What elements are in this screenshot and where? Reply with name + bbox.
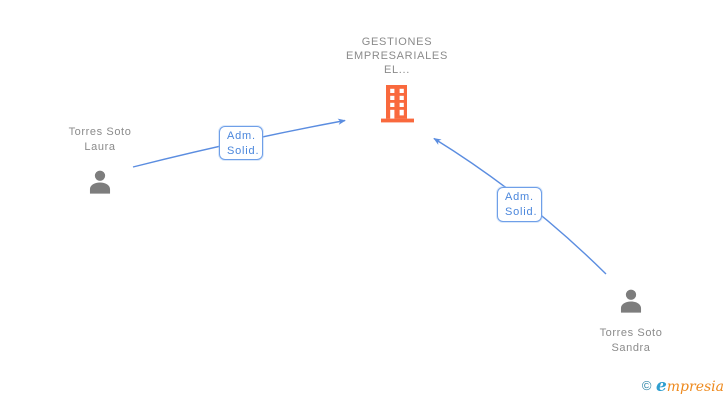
empresia-wordmark: empresia bbox=[655, 376, 724, 396]
node-person-sandra[interactable]: Torres Soto Sandra bbox=[561, 287, 701, 356]
building-icon bbox=[380, 85, 414, 123]
person-name-laura-line2: Laura bbox=[84, 141, 116, 153]
node-company[interactable]: GESTIONES EMPRESARIALES EL... bbox=[317, 35, 477, 128]
company-name-line2: EMPRESARIALES bbox=[345, 50, 449, 62]
person-name-laura-line1: Torres Soto bbox=[68, 126, 132, 138]
edge-label-line2: Solid. bbox=[227, 145, 260, 157]
company-name-line1: GESTIONES bbox=[361, 36, 433, 48]
edge-label-laura-adm-solid[interactable]: Adm. Solid. bbox=[219, 126, 263, 160]
empresia-wordmark-initial: e bbox=[655, 376, 667, 396]
person-name-sandra-line2: Sandra bbox=[611, 342, 651, 354]
company-name-line3: EL... bbox=[383, 64, 411, 76]
edge-label-line1: Adm. bbox=[505, 191, 534, 203]
person-name-sandra-line1: Torres Soto bbox=[599, 327, 663, 339]
person-name-laura: Torres Soto Laura bbox=[30, 125, 170, 155]
edge-label-sandra-adm-solid[interactable]: Adm. Solid. bbox=[497, 187, 542, 222]
empresia-wordmark-rest: mpresia bbox=[666, 379, 724, 395]
node-person-laura[interactable]: Torres Soto Laura bbox=[30, 125, 170, 201]
company-name: GESTIONES EMPRESARIALES EL... bbox=[317, 35, 477, 77]
person-icon bbox=[89, 170, 111, 194]
edge-label-line2: Solid. bbox=[505, 206, 538, 218]
person-name-sandra: Torres Soto Sandra bbox=[561, 326, 701, 356]
edge-label-line1: Adm. bbox=[227, 130, 256, 142]
empresia-logo: © empresia bbox=[642, 376, 724, 396]
copyright-icon: © bbox=[641, 378, 652, 393]
person-icon bbox=[620, 289, 642, 313]
